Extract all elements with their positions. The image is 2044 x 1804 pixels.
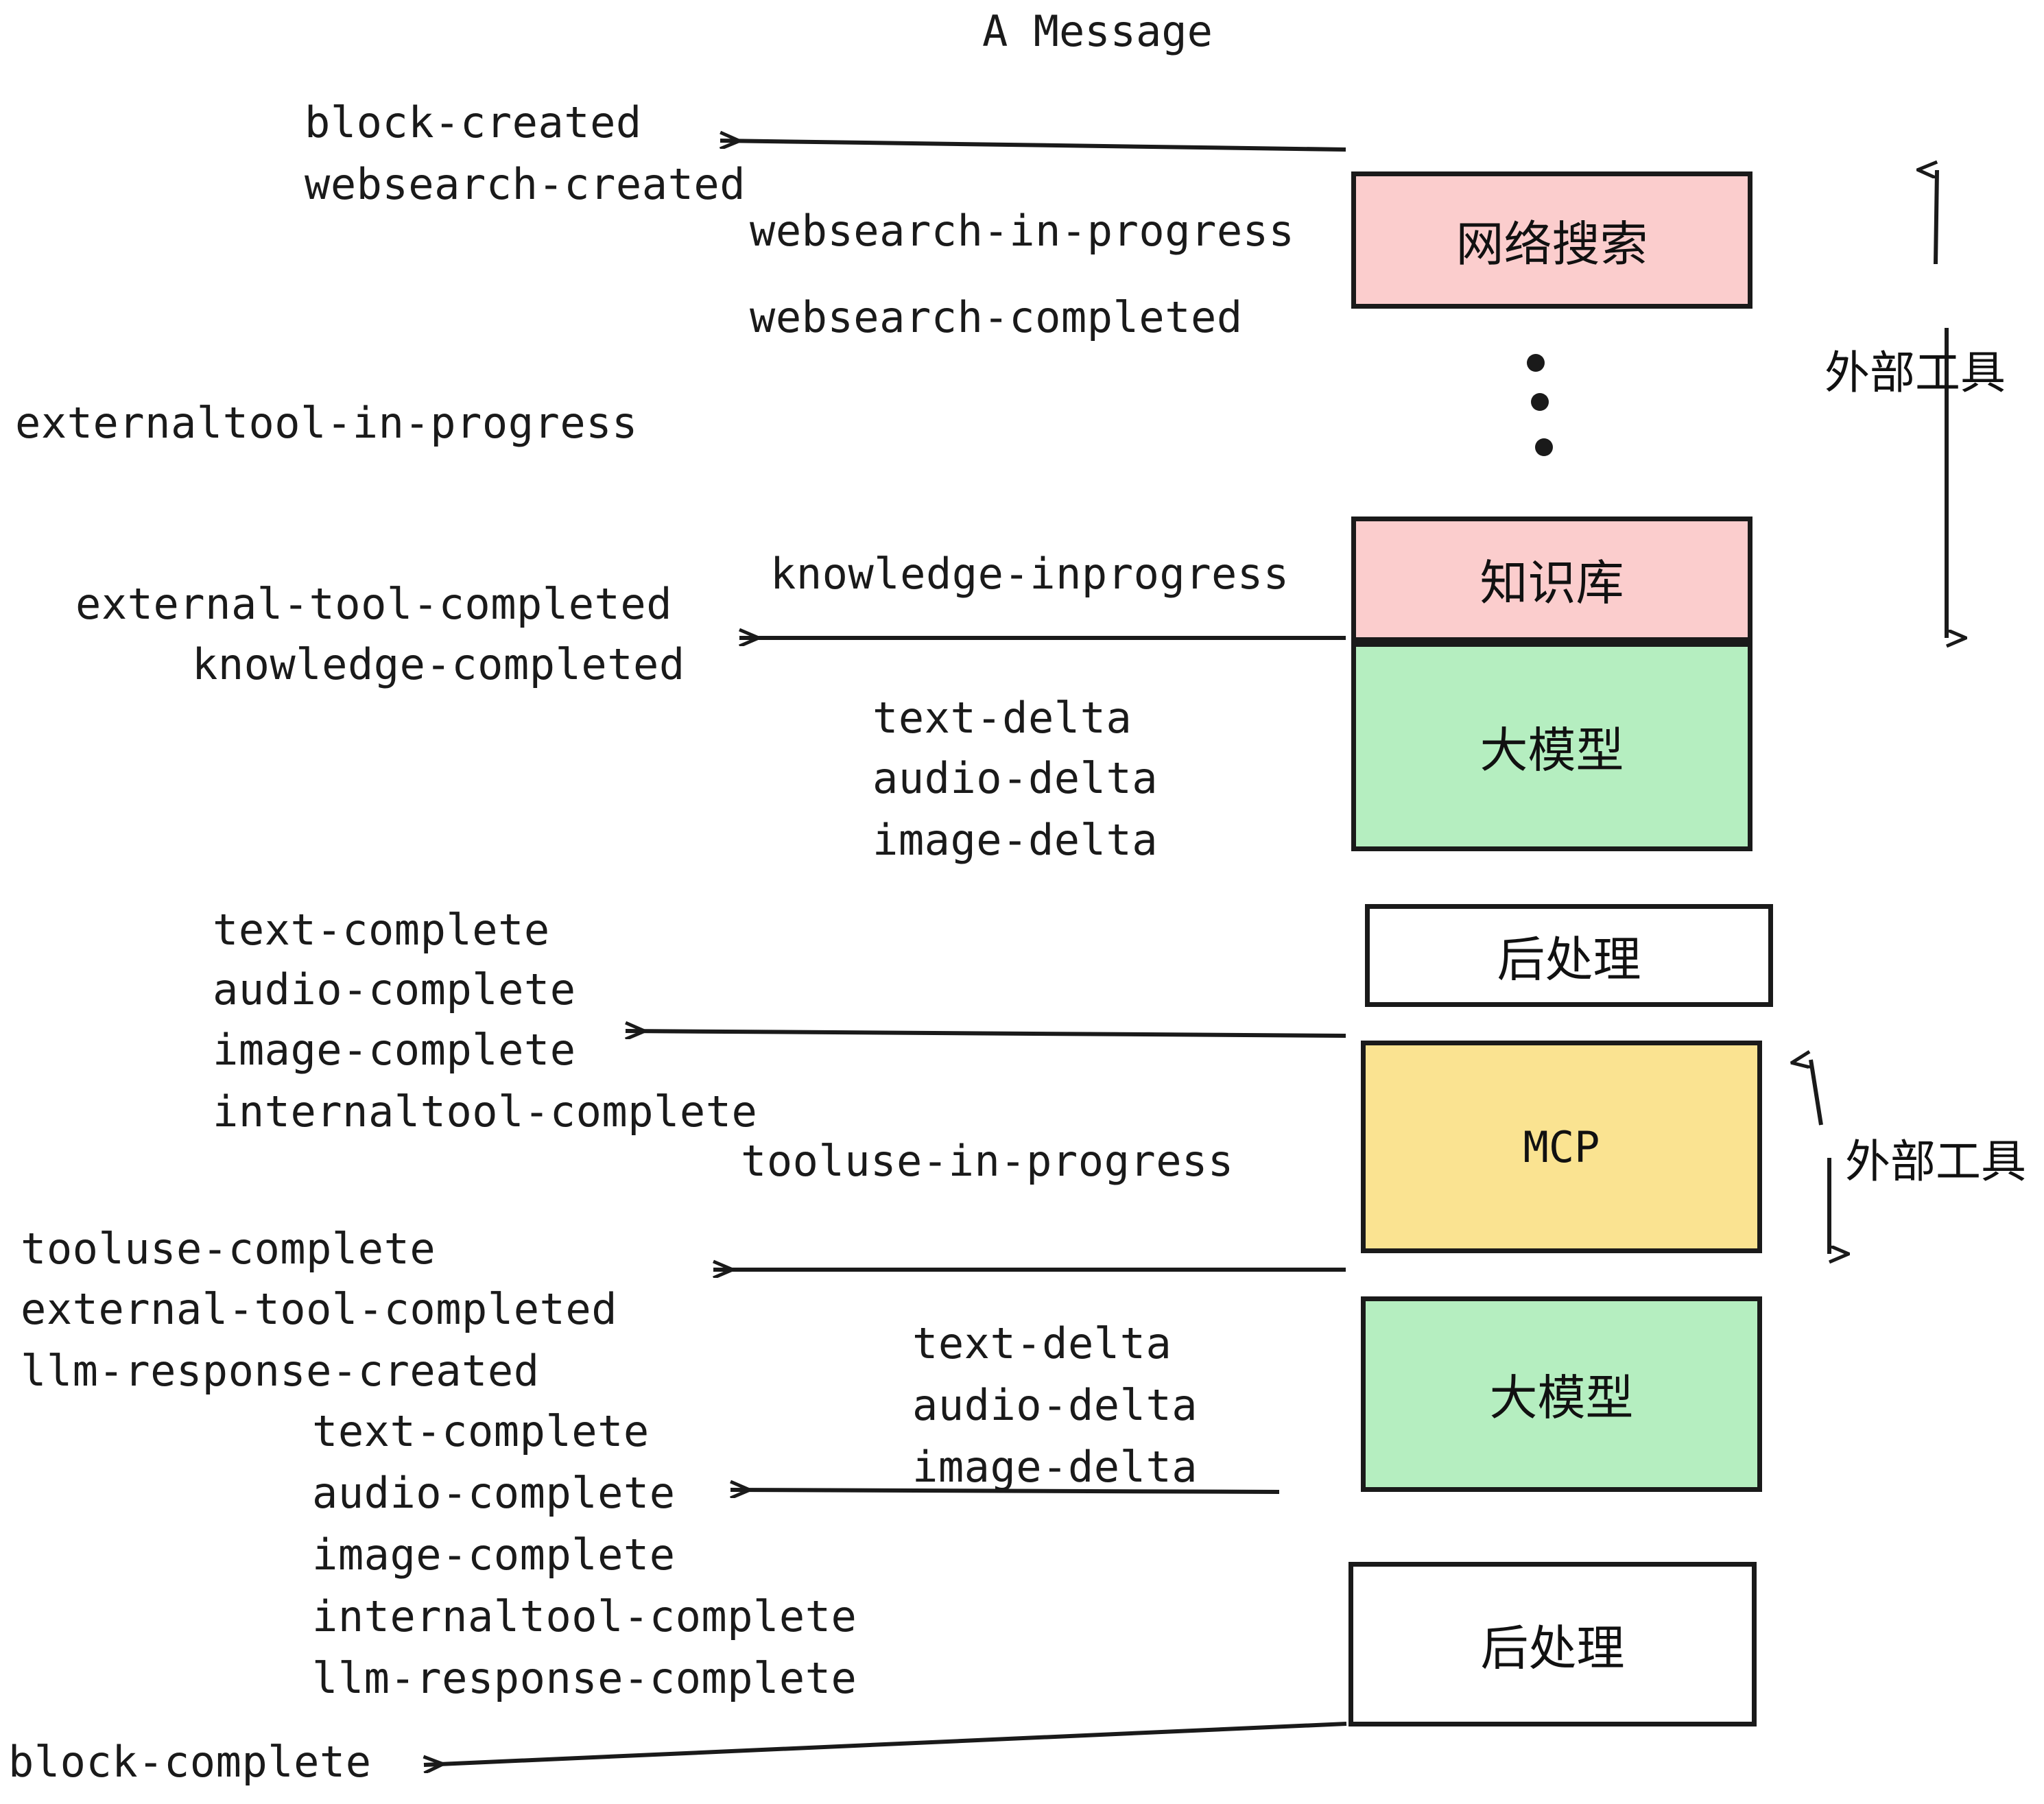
event-audio-complete-1: audio-complete xyxy=(213,964,576,1014)
ellipsis-dot-2 xyxy=(1531,393,1549,411)
event-block-complete: block-complete xyxy=(8,1737,372,1787)
event-websearch-completed: websearch-completed xyxy=(750,292,1243,342)
event-tooluse-complete: tooluse-complete xyxy=(21,1224,436,1274)
arrow-websearch-to-block-created xyxy=(720,141,1346,152)
event-image-complete-1: image-complete xyxy=(213,1025,576,1075)
event-external-tool-completed-2: external-tool-completed xyxy=(21,1284,618,1334)
event-audio-complete-2: audio-complete xyxy=(312,1468,676,1518)
event-internaltool-complete-2: internaltool-complete xyxy=(312,1591,857,1641)
event-text-delta-2: text-delta xyxy=(912,1318,1172,1368)
diagram-title: A Message xyxy=(982,6,1213,56)
event-knowledge-inprogress: knowledge-inprogress xyxy=(770,549,1290,599)
box-llm-2[interactable]: 大模型 xyxy=(1361,1296,1762,1492)
arrow-postprocess1-to-image-complete xyxy=(626,1031,1346,1036)
event-knowledge-completed: knowledge-completed xyxy=(192,639,685,689)
event-audio-delta-2: audio-delta xyxy=(912,1380,1198,1430)
box-llm-2-label: 大模型 xyxy=(1489,1370,1634,1426)
label-external-tool-bottom: 外部工具 xyxy=(1845,1135,2026,1188)
label-external-tool-top: 外部工具 xyxy=(1825,346,2006,399)
event-text-complete-1: text-complete xyxy=(213,905,550,955)
event-internaltool-complete-1: internaltool-complete xyxy=(213,1087,758,1137)
event-tooluse-in-progress: tooluse-in-progress xyxy=(741,1136,1234,1186)
event-websearch-created: websearch-created xyxy=(305,159,746,209)
box-llm-1-label: 大模型 xyxy=(1479,722,1624,779)
external-tool-up-arrow-bottom xyxy=(1811,1060,1823,1126)
box-postprocess-2-label: 后处理 xyxy=(1480,1619,1625,1676)
event-llm-response-created: llm-response-created xyxy=(21,1346,540,1396)
box-postprocess-2[interactable]: 后处理 xyxy=(1348,1562,1757,1726)
event-externaltool-in-progress: externaltool-in-progress xyxy=(15,398,638,448)
event-image-complete-2: image-complete xyxy=(312,1530,676,1580)
event-block-created: block-created xyxy=(305,97,642,147)
arrow-postprocess2-to-block-complete xyxy=(424,1722,1347,1765)
box-knowledgebase-label: 知识库 xyxy=(1479,555,1624,611)
event-text-delta-1: text-delta xyxy=(872,693,1132,743)
event-image-delta-2: image-delta xyxy=(912,1442,1198,1492)
event-websearch-in-progress: websearch-in-progress xyxy=(750,206,1295,256)
box-mcp-label: MCP xyxy=(1523,1121,1600,1172)
event-llm-response-complete: llm-response-complete xyxy=(312,1653,857,1703)
box-postprocess-1-label: 后处理 xyxy=(1497,931,1641,988)
event-image-delta-1: image-delta xyxy=(872,815,1158,865)
box-websearch-label: 网络搜索 xyxy=(1455,215,1648,272)
box-knowledgebase[interactable]: 知识库 xyxy=(1351,517,1752,642)
box-llm-1[interactable]: 大模型 xyxy=(1351,642,1752,851)
ellipsis-dot-1 xyxy=(1527,354,1545,372)
ellipsis-dot-3 xyxy=(1535,438,1553,456)
box-postprocess-1[interactable]: 后处理 xyxy=(1365,904,1773,1007)
box-websearch[interactable]: 网络搜索 xyxy=(1351,171,1752,309)
box-mcp[interactable]: MCP xyxy=(1361,1041,1762,1253)
external-tool-up-arrow-top xyxy=(1936,170,1939,265)
event-external-tool-completed: external-tool-completed xyxy=(75,579,673,629)
event-text-complete-2: text-complete xyxy=(312,1406,650,1456)
event-audio-delta-1: audio-delta xyxy=(872,753,1158,803)
